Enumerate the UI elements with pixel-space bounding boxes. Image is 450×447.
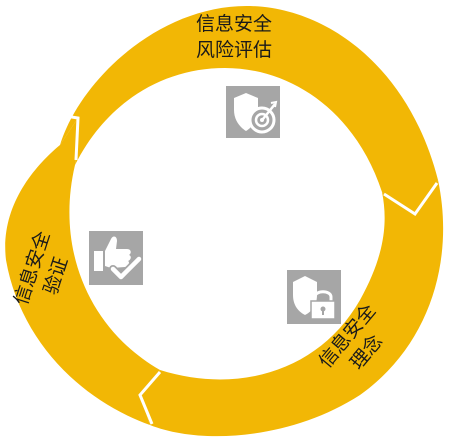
ring-segment-concept bbox=[140, 180, 444, 437]
stage-label-risk-assessment: 信息安全 风险评估 bbox=[196, 13, 272, 61]
stage-label-line1: 信息安全 bbox=[196, 13, 272, 35]
segment-divider bbox=[39, 110, 80, 161]
ring-segment-risk-assessment bbox=[60, 5, 438, 215]
stage-label-line2: 风险评估 bbox=[196, 39, 272, 61]
segment-divider bbox=[138, 371, 162, 425]
ring-segment-verification bbox=[5, 118, 161, 425]
shield-target-icon bbox=[226, 86, 280, 138]
segment-divider bbox=[383, 182, 439, 217]
shield-lock-icon bbox=[287, 270, 341, 324]
cycle-ring bbox=[5, 5, 444, 437]
thumbs-up-check-icon bbox=[89, 231, 143, 285]
